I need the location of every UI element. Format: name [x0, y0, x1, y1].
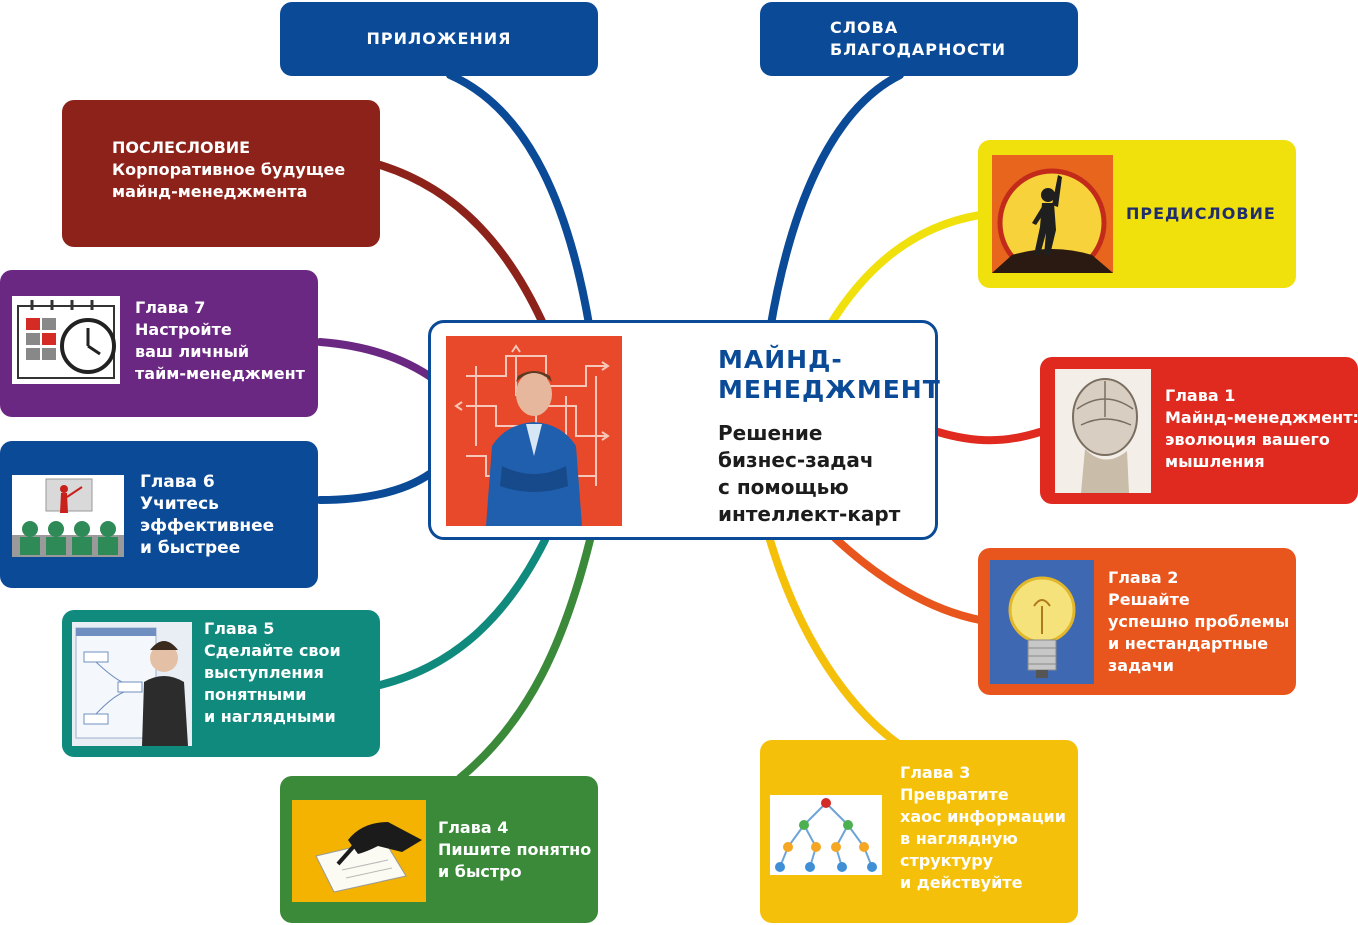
- branch-apps: [446, 71, 594, 334]
- writing-hand-icon: [315, 822, 422, 893]
- branch-preface: [826, 211, 984, 329]
- node-chapter-2-text: Глава 2 Решайте успешно проблемы и неста…: [1108, 568, 1290, 675]
- hierarchy-icon: [775, 798, 877, 872]
- branch-ch4: [456, 536, 594, 782]
- node-acknowledgements-text: СЛОВА БЛАГОДАРНОСТИ: [830, 18, 1007, 59]
- node-chapter-3[interactable]: Глава 3 Превратите хаос информации в наг…: [760, 740, 1078, 923]
- node-appendices[interactable]: ПРИЛОЖЕНИЯ: [280, 2, 598, 76]
- preface-thumbnail: [992, 155, 1113, 273]
- node-afterword[interactable]: ПОСЛЕСЛОВИЕ Корпоративное будущее майнд-…: [62, 100, 380, 247]
- mountain-icon: [992, 249, 1113, 273]
- node-chapter-3-text: Глава 3 Превратите хаос информации в наг…: [900, 763, 1066, 892]
- node-chapter-7-text: Глава 7 Настройте ваш личный тайм-менедж…: [135, 298, 305, 383]
- branch-ch7: [316, 338, 439, 384]
- phrenology-head-icon: [1072, 378, 1138, 493]
- node-chapter-2[interactable]: Глава 2 Решайте успешно проблемы и неста…: [978, 548, 1296, 695]
- chapter-2-thumbnail: [990, 560, 1094, 684]
- light-bulb-icon: [1008, 576, 1076, 678]
- branch-ch1: [934, 428, 1044, 445]
- chapter-4-thumbnail: [292, 800, 426, 902]
- branch-ch5: [376, 536, 549, 689]
- node-chapter-1-text: Глава 1 Майнд-менеджмент: эволюция вашег…: [1165, 386, 1358, 471]
- chapter-3-thumbnail: [770, 795, 882, 875]
- node-chapter-1[interactable]: Глава 1 Майнд-менеджмент: эволюция вашег…: [1040, 357, 1358, 504]
- author-photo: [446, 336, 622, 526]
- victory-figure-icon: [1032, 175, 1062, 255]
- branch-ch6: [316, 466, 439, 504]
- chapter-1-thumbnail: [1055, 369, 1151, 493]
- node-chapter-4[interactable]: Глава 4 Пишите понятно и быстро: [280, 776, 598, 923]
- chapter-7-thumbnail: [12, 296, 120, 384]
- node-preface[interactable]: ПРЕДИСЛОВИЕ: [978, 140, 1296, 288]
- presenter-icon: [142, 641, 188, 746]
- chapter-6-thumbnail: [12, 475, 124, 557]
- branch-thanks: [766, 71, 904, 334]
- branch-ch3: [766, 536, 904, 749]
- author-figure-icon: [486, 371, 582, 526]
- central-title: МАЙНД- МЕНЕДЖМЕНТ: [718, 345, 941, 404]
- branch-afterword: [376, 161, 549, 332]
- clock-icon: [60, 318, 116, 374]
- node-chapter-5[interactable]: Глава 5 Сделайте свои выступления понятн…: [62, 610, 380, 757]
- classroom-icon: [12, 478, 124, 557]
- presentation-screen-icon: [75, 627, 157, 739]
- maze-arrows-icon: [454, 344, 610, 486]
- node-appendices-text: ПРИЛОЖЕНИЯ: [366, 29, 512, 48]
- node-chapter-6-text: Глава 6 Учитесь эффективнее и быстрее: [140, 472, 275, 558]
- central-subtitle: Решение бизнес-задач с помощью интеллект…: [718, 421, 901, 526]
- chapter-5-thumbnail: [72, 622, 192, 746]
- node-chapter-5-text: Глава 5 Сделайте свои выступления понятн…: [204, 619, 341, 726]
- node-acknowledgements[interactable]: СЛОВА БЛАГОДАРНОСТИ: [760, 2, 1078, 76]
- node-preface-text: ПРЕДИСЛОВИЕ: [1126, 204, 1276, 223]
- branch-ch2: [831, 534, 984, 624]
- node-chapter-6[interactable]: Глава 6 Учитесь эффективнее и быстрее: [0, 441, 318, 588]
- central-node[interactable]: МАЙНД- МЕНЕДЖМЕНТ Решение бизнес-задач с…: [428, 320, 941, 540]
- node-chapter-4-text: Глава 4 Пишите понятно и быстро: [438, 818, 592, 881]
- node-afterword-text: ПОСЛЕСЛОВИЕ Корпоративное будущее майнд-…: [112, 138, 346, 201]
- node-chapter-7[interactable]: Глава 7 Настройте ваш личный тайм-менедж…: [0, 270, 318, 417]
